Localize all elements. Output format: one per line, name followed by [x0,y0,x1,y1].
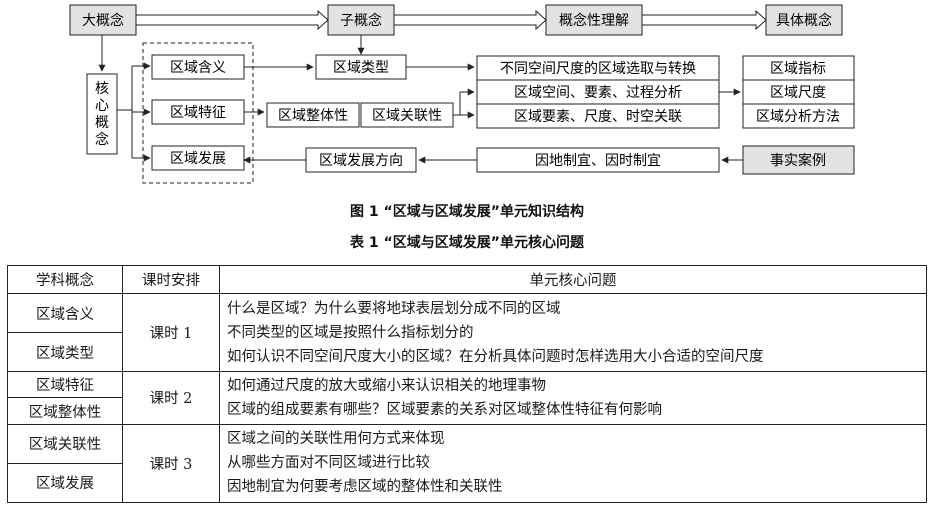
top-flow-arrows [135,9,767,31]
svg-text:区域含义: 区域含义 [170,60,226,76]
core-questions-table: 学科概念 课时安排 单元核心问题 区域含义 课时 1 什么是区域？为什么要将地球… [7,265,927,504]
svg-text:不同空间尺度的区域选取与转换: 不同空间尺度的区域选取与转换 [500,60,696,77]
svg-text:区域发展: 区域发展 [170,151,226,167]
question-line: 因地制宜为何要考虑区域的整体性和关联性 [227,479,503,496]
question-line: 如何通过尺度的放大或缩小来认识相关的地理事物 [227,377,546,394]
box-region-feature: 区域特征 [151,99,245,125]
subject-cell: 区域含义 [7,292,123,334]
core-concept-box: 核 心 概 念 [86,73,118,155]
subject-cell: 区域类型 [7,332,123,373]
table-header-row: 学科概念 课时安排 单元核心问题 [7,265,927,294]
box-region-integrity: 区域整体性 [266,102,360,128]
subject-cell: 区域整体性 [7,397,123,425]
question-line: 从哪些方面对不同区域进行比较 [227,455,430,472]
table-row: 区域关联性 课时 3 区域之间的关联性用何方式来体现 从哪些方面对不同区域进行比… [7,423,927,504]
box-region-development: 区域发展 [151,145,245,171]
box-local-adaptation: 因地制宜、因时制宜 [476,147,720,173]
svg-text:因地制宜、因时制宜: 因地制宜、因时制宜 [535,153,661,169]
svg-text:念: 念 [95,131,109,148]
top-box-sub-concept: 子概念 [327,4,395,36]
lesson-cell: 课时 3 [122,423,220,504]
box-region-relevance: 区域关联性 [360,102,454,128]
top-box-specific-concept: 具体概念 [765,4,843,36]
question-line: 不同类型的区域是按照什么指标划分的 [227,324,474,341]
box-analysis-method: 区域分析方法 [742,103,855,129]
svg-text:区域发展方向: 区域发展方向 [319,153,403,169]
figure-caption: 图 1 “区域与区域发展”单元知识结构 [350,204,584,220]
question-line: 什么是区域？为什么要将地球表层划分成不同的区域 [227,300,561,317]
table-row: 区域整体性 [7,397,927,425]
box-element-scale-link: 区域要素、尺度、时空关联 [476,103,720,129]
box-region-meaning: 区域含义 [151,54,245,80]
box-region-scale: 区域尺度 [742,79,855,105]
question-cell: 如何通过尺度的放大或缩小来认识相关的地理事物 区域的组成要素有哪些？区域要素的关… [219,371,927,425]
svg-text:区域分析方法: 区域分析方法 [756,109,840,125]
core-bracket [117,62,151,162]
flow-connectors [243,63,743,164]
lesson-cell: 课时 2 [122,371,220,425]
box-space-element-analysis: 区域空间、要素、过程分析 [476,79,720,105]
table-row: 区域发展 [7,462,927,504]
table-caption: 表 1 “区域与区域发展”单元核心问题 [350,235,584,251]
svg-text:区域整体性: 区域整体性 [278,108,348,124]
header-lesson: 课时安排 [122,265,220,294]
table-row: 区域含义 课时 1 什么是区域？为什么要将地球表层划分成不同的区域 不同类型的区… [7,292,927,373]
box-development-direction: 区域发展方向 [305,147,417,173]
svg-text:区域尺度: 区域尺度 [770,85,826,101]
svg-text:概念性理解: 概念性理解 [559,12,629,29]
box-scale-selection: 不同空间尺度的区域选取与转换 [476,55,720,81]
subject-cell: 区域特征 [7,371,123,399]
left-group-frame [142,42,254,184]
lesson-cell: 课时 1 [122,292,220,373]
question-line: 区域的组成要素有哪些？区域要素的关系对区域整体性特征有何影响 [227,401,662,418]
svg-text:事实案例: 事实案例 [770,152,826,169]
svg-text:具体概念: 具体概念 [776,12,832,29]
svg-text:大概念: 大概念 [82,12,124,29]
box-region-type: 区域类型 [315,54,407,80]
subject-cell: 区域发展 [7,462,123,504]
svg-text:区域要素、尺度、时空关联: 区域要素、尺度、时空关联 [514,109,682,125]
svg-text:核: 核 [95,81,109,97]
subject-cell: 区域关联性 [7,423,123,464]
table-row: 区域特征 课时 2 如何通过尺度的放大或缩小来认识相关的地理事物 区域的组成要素… [7,371,927,425]
box-fact-cases: 事实案例 [742,145,855,175]
table-row: 区域类型 [7,332,927,373]
box-region-indicator: 区域指标 [742,55,855,81]
top-box-conceptual-understanding: 概念性理解 [545,4,643,36]
svg-text:子概念: 子概念 [340,12,382,29]
knowledge-structure-diagram: 大概念 子概念 概念性理解 具体概念 核 心 概 念 区域含义 区域特 [69,4,855,184]
question-cell: 什么是区域？为什么要将地球表层划分成不同的区域 不同类型的区域是按照什么指标划分… [219,292,927,373]
question-line: 如何认识不同空间尺度大小的区域？在分析具体问题时怎样选用大小合适的空间尺度 [227,348,764,365]
svg-text:区域空间、要素、过程分析: 区域空间、要素、过程分析 [514,85,682,101]
question-cell: 区域之间的关联性用何方式来体现 从哪些方面对不同区域进行比较 因地制宜为何要考虑… [219,423,927,504]
question-line: 区域之间的关联性用何方式来体现 [227,431,445,448]
svg-text:区域指标: 区域指标 [770,61,826,77]
svg-text:区域类型: 区域类型 [333,60,389,76]
svg-text:心: 心 [95,98,109,114]
header-question: 单元核心问题 [219,265,927,294]
svg-text:概: 概 [95,115,109,131]
header-subject: 学科概念 [7,265,123,294]
top-box-big-concept: 大概念 [69,4,137,36]
svg-text:区域关联性: 区域关联性 [372,108,442,124]
svg-text:区域特征: 区域特征 [170,105,226,121]
